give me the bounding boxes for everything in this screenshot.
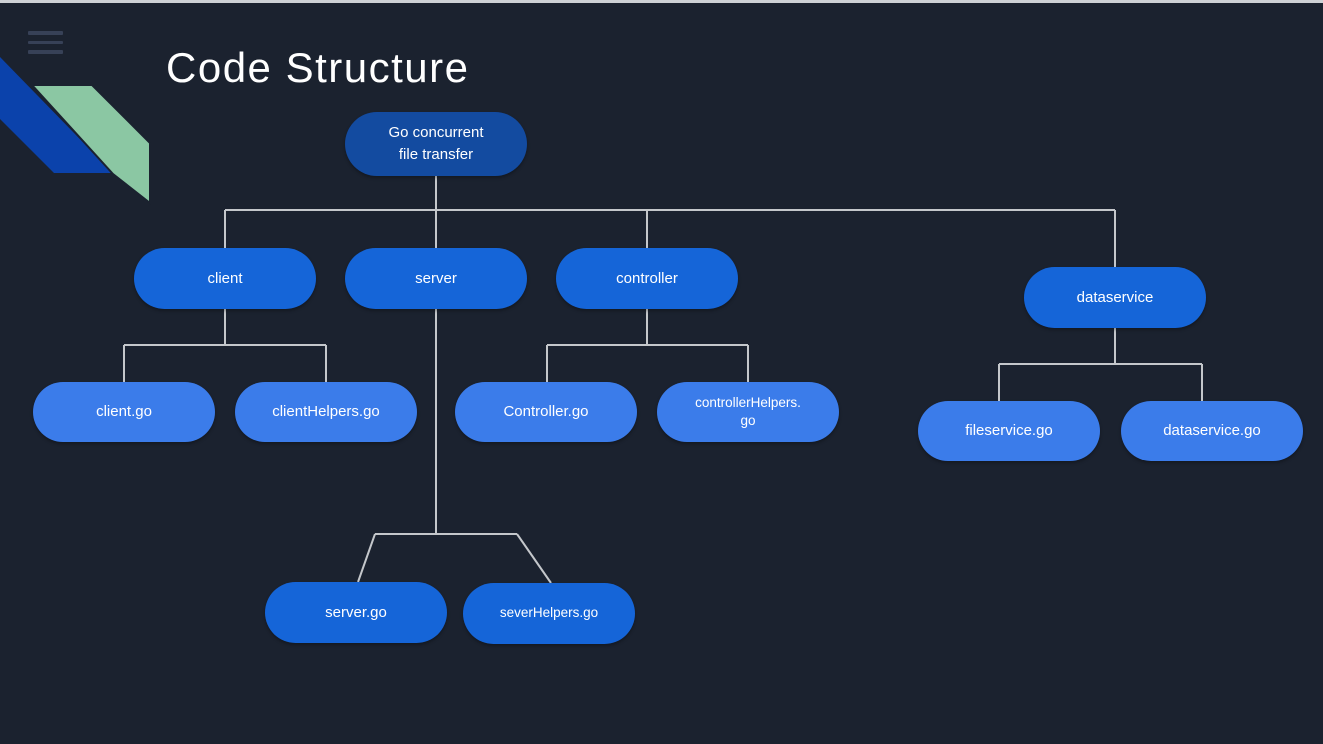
node-label: fileservice.go	[965, 422, 1053, 440]
hamburger-menu-icon[interactable]	[28, 31, 63, 55]
top-border	[0, 0, 1323, 3]
node-label: severHelpers.go	[499, 605, 599, 621]
menu-icon-bar	[28, 31, 63, 35]
node-label: clientHelpers.go	[272, 403, 380, 421]
node-severhelpers-go[interactable]: severHelpers.go	[463, 583, 635, 644]
node-label: server	[415, 269, 457, 287]
node-label: dataservice.go	[1163, 422, 1261, 440]
menu-icon-bar	[28, 40, 63, 44]
node-label-line: Go concurrent	[388, 124, 484, 142]
node-server-go[interactable]: server.go	[265, 582, 447, 643]
node-label: controller	[616, 269, 678, 287]
node-root-go-concurrent-file-transfer[interactable]: Go concurrent file transfer	[345, 112, 527, 176]
node-dataservice-go[interactable]: dataservice.go	[1121, 401, 1303, 461]
node-server[interactable]: server	[345, 248, 527, 309]
node-dataservice[interactable]: dataservice	[1024, 267, 1206, 328]
page-title: Code Structure	[166, 44, 470, 92]
node-label: client.go	[96, 403, 152, 421]
node-label-line: controllerHelpers.	[695, 394, 801, 410]
menu-icon-bar	[28, 50, 63, 54]
node-controller[interactable]: controller	[556, 248, 738, 309]
node-controller-go[interactable]: Controller.go	[455, 382, 637, 442]
node-label: Controller.go	[503, 403, 589, 421]
connector-server-go-diagonal	[357, 533, 376, 583]
ribbon-green-shape	[29, 84, 151, 206]
node-label: server.go	[325, 603, 387, 621]
node-controllerhelpers-go[interactable]: controllerHelpers. go	[657, 382, 839, 442]
node-label-line: file transfer	[398, 146, 474, 163]
connector-severhelpers-diagonal	[516, 533, 552, 584]
node-label: dataservice	[1076, 288, 1154, 306]
node-label: client	[207, 269, 243, 287]
node-client[interactable]: client	[134, 248, 316, 309]
node-fileservice-go[interactable]: fileservice.go	[918, 401, 1100, 461]
node-client-go[interactable]: client.go	[33, 382, 215, 442]
node-clienthelpers-go[interactable]: clientHelpers.go	[235, 382, 417, 442]
node-label-line: go	[740, 413, 756, 428]
